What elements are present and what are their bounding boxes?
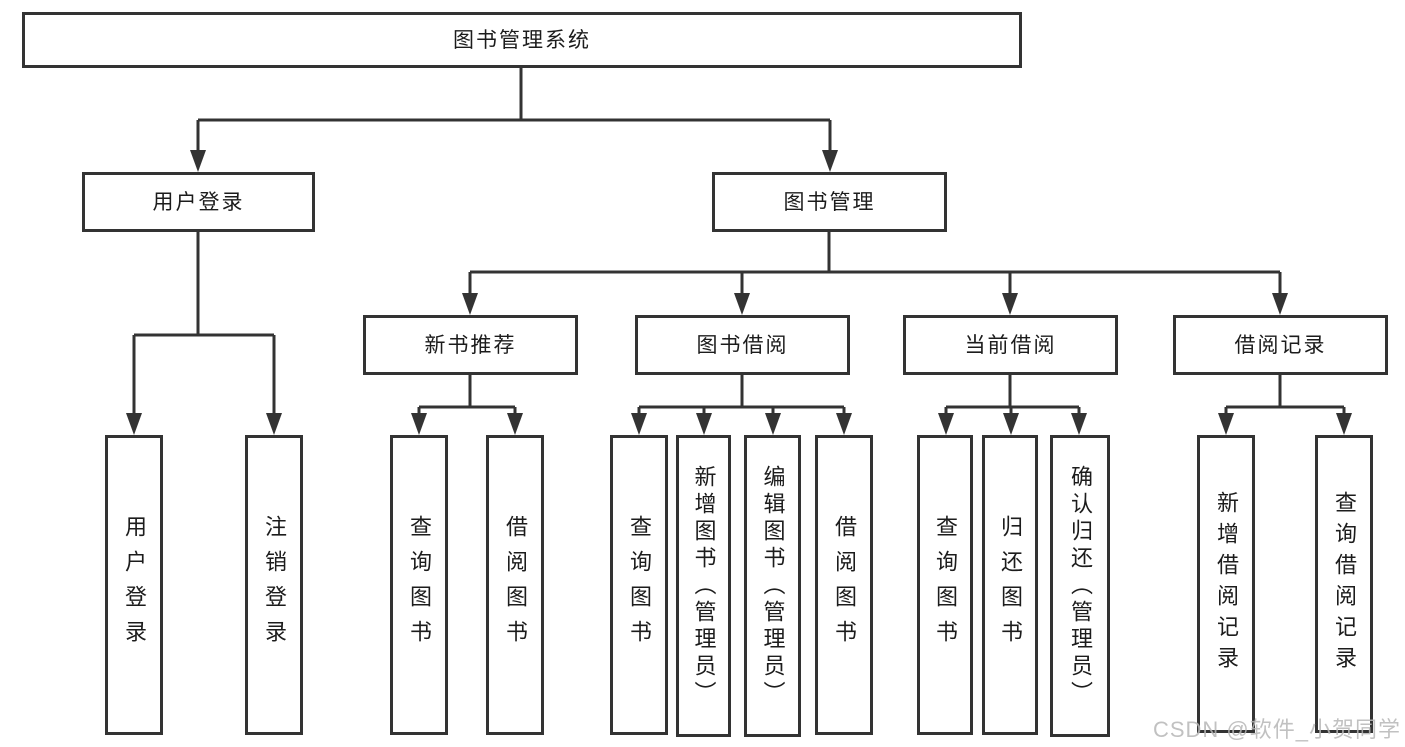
- leaf-return-books: 归还图书: [982, 435, 1038, 735]
- arrowhead: [631, 413, 647, 435]
- leaf-query-books-borrowing: 查询图书: [610, 435, 668, 735]
- csdn-watermark: CSDN @软件_小贺同学: [1152, 717, 1401, 742]
- connector-bookmgmt-to-level3: [468, 232, 1282, 296]
- arrowhead: [1002, 293, 1018, 315]
- node-new-book-recommendation: 新书推荐: [363, 315, 578, 375]
- node-root: 图书管理系统: [22, 12, 1022, 68]
- arrowhead: [1218, 413, 1234, 435]
- arrowhead: [836, 413, 852, 435]
- leaf-user-login: 用户登录: [105, 435, 163, 735]
- leaf-add-borrow-record: 新增借阅记录: [1197, 435, 1255, 733]
- arrowhead: [126, 413, 142, 435]
- node-book-management: 图书管理: [712, 172, 947, 232]
- connector-userlogin-to-leaves: [132, 232, 276, 416]
- connector-root-to-level2: [196, 68, 832, 152]
- arrowhead: [765, 413, 781, 435]
- leaf-edit-book-admin: 编辑图书（管理员）: [744, 435, 801, 737]
- arrowhead: [190, 150, 206, 172]
- connector-records-to-leaves: [1224, 375, 1346, 416]
- arrowhead: [696, 413, 712, 435]
- node-book-borrowing: 图书借阅: [635, 315, 850, 375]
- connector-recommend-to-leaves: [417, 375, 517, 416]
- leaf-borrow-books-borrowing: 借阅图书: [815, 435, 873, 735]
- arrowhead: [1071, 413, 1087, 435]
- leaf-add-book-admin: 新增图书（管理员）: [676, 435, 731, 737]
- arrowhead: [411, 413, 427, 435]
- leaf-confirm-return-admin: 确认归还（管理员）: [1050, 435, 1110, 737]
- arrowhead: [266, 413, 282, 435]
- arrowhead: [1336, 413, 1352, 435]
- arrowhead: [1272, 293, 1288, 315]
- connector-borrowing-to-leaves: [637, 375, 846, 416]
- leaf-query-books-recommend: 查询图书: [390, 435, 448, 735]
- node-borrowing-records: 借阅记录: [1173, 315, 1388, 375]
- leaf-logout-login: 注销登录: [245, 435, 303, 735]
- arrowhead: [507, 413, 523, 435]
- leaf-borrow-books-recommend: 借阅图书: [486, 435, 544, 735]
- arrowhead: [938, 413, 954, 435]
- arrowhead: [822, 150, 838, 172]
- connector-current-to-leaves: [944, 375, 1081, 416]
- leaf-query-borrow-record: 查询借阅记录: [1315, 435, 1373, 733]
- node-current-borrowing: 当前借阅: [903, 315, 1118, 375]
- arrowhead: [1003, 413, 1019, 435]
- arrowhead: [462, 293, 478, 315]
- arrowhead: [734, 293, 750, 315]
- leaf-query-books-current: 查询图书: [917, 435, 973, 735]
- node-user-login: 用户登录: [82, 172, 315, 232]
